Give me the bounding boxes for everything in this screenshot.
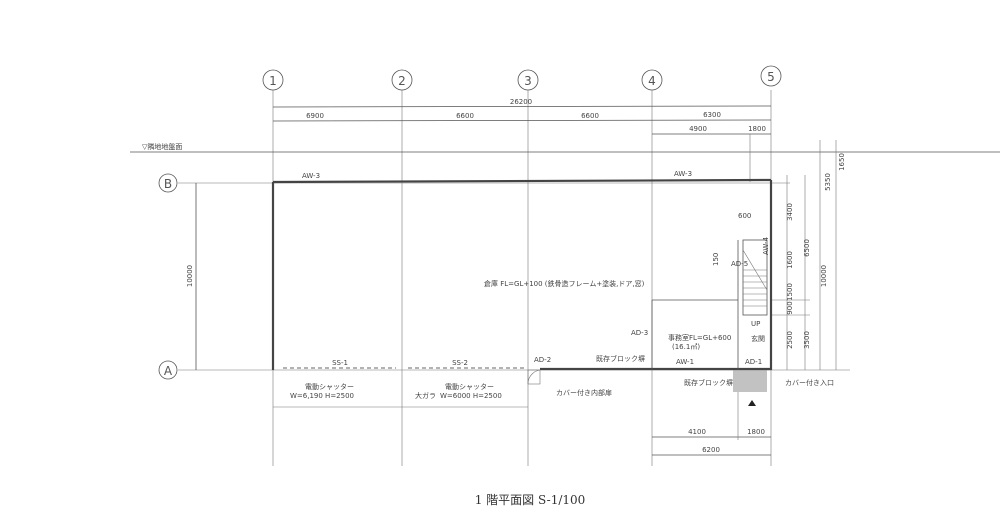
svg-text:4: 4: [648, 74, 656, 88]
up-label: UP: [751, 320, 760, 328]
svg-text:6300: 6300: [703, 111, 721, 119]
svg-text:AW-1: AW-1: [676, 358, 694, 366]
svg-text:AW-3: AW-3: [674, 170, 692, 178]
svg-text:900: 900: [786, 301, 794, 314]
svg-text:AW-3: AW-3: [302, 172, 320, 180]
drawing-title: 1 階平面図 S-1/100: [475, 492, 586, 507]
grid-rows: B A: [158, 173, 850, 380]
svg-text:6600: 6600: [456, 112, 474, 120]
svg-text:電動シャッター: 電動シャッター: [305, 382, 354, 391]
svg-text:1800: 1800: [747, 428, 765, 436]
svg-text:6500: 6500: [803, 239, 811, 257]
svg-text:3: 3: [524, 74, 532, 88]
svg-text:電動シャッター: 電動シャッター: [445, 382, 494, 391]
svg-text:1650: 1650: [838, 153, 846, 171]
office-label: 事務室FL=GL+600: [668, 333, 731, 342]
left-dimension: 10000: [186, 183, 197, 370]
svg-text:A: A: [164, 364, 173, 378]
svg-text:3400: 3400: [786, 203, 794, 221]
walls: [271, 178, 773, 406]
svg-text:26200: 26200: [510, 98, 532, 106]
grid-bubble-a: A: [158, 360, 178, 380]
right-dimensions: 1650 5350 3400 6500 10000 1600 1500 900 …: [771, 140, 846, 370]
svg-text:AD-3: AD-3: [631, 329, 648, 337]
ground-line: ▽隣地地盤面: [130, 142, 1000, 153]
grid-bubble-5: 5: [760, 65, 782, 87]
svg-text:AW-4: AW-4: [762, 236, 770, 255]
svg-text:B: B: [164, 177, 172, 191]
entrance-step: [733, 370, 767, 392]
svg-text:AD-5: AD-5: [731, 260, 748, 268]
svg-text:10000: 10000: [820, 265, 828, 287]
svg-text:W=6000 H=2500: W=6000 H=2500: [440, 392, 502, 400]
svg-text:6600: 6600: [581, 112, 599, 120]
top-dimensions: 26200 6900 6600 6600 6300 4900 1800: [272, 98, 772, 182]
grid-bubble-3: 3: [517, 69, 539, 91]
svg-text:4900: 4900: [689, 125, 707, 133]
stair: [743, 269, 767, 307]
office-area: (16.1㎡): [672, 343, 700, 351]
svg-text:2500: 2500: [786, 331, 794, 349]
svg-text:▽隣地地盤面: ▽隣地地盤面: [142, 142, 182, 151]
grid-bubble-1: 1: [262, 69, 284, 91]
svg-text:1500: 1500: [786, 283, 794, 301]
svg-text:W=6,190 H=2500: W=6,190 H=2500: [290, 392, 354, 400]
notes: カバー付き内部扉 既存ブロック塀 既存ブロック塀 カバー付き入口: [556, 354, 834, 397]
svg-text:10000: 10000: [186, 265, 194, 287]
svg-text:5: 5: [767, 70, 775, 84]
svg-text:カバー付き入口: カバー付き入口: [785, 378, 834, 387]
warehouse-label: 倉庫 FL=GL+100 (鉄骨造フレーム+塗装,ドア,窓): [484, 279, 645, 288]
grid-bubble-b: B: [158, 173, 178, 193]
svg-text:既存ブロック塀: 既存ブロック塀: [684, 378, 733, 387]
svg-text:大ガラ: 大ガラ: [415, 391, 436, 400]
svg-text:1800: 1800: [748, 125, 766, 133]
svg-text:1: 1: [269, 74, 277, 88]
bottom-dimensions: 4100 1800 6200: [652, 392, 771, 456]
ss-2-label: SS-2: [452, 359, 468, 367]
entrance-label: 玄関: [751, 334, 765, 343]
svg-text:2: 2: [398, 74, 406, 88]
svg-text:5350: 5350: [824, 173, 832, 191]
svg-text:AD-1: AD-1: [745, 358, 762, 366]
ss-1-label: SS-1: [332, 359, 348, 367]
opening-labels: AW-3 AW-3 AW-1 AW-4 AD-1 AD-2 AD-3 AD-5 …: [302, 170, 770, 366]
svg-text:AD-2: AD-2: [534, 356, 551, 364]
svg-text:6900: 6900: [306, 112, 324, 120]
svg-text:150: 150: [712, 253, 720, 266]
grid-bubble-4: 4: [641, 69, 663, 91]
svg-text:3500: 3500: [803, 331, 811, 349]
svg-text:カバー付き内部扉: カバー付き内部扉: [556, 388, 612, 397]
svg-text:600: 600: [738, 212, 751, 220]
svg-text:6200: 6200: [702, 446, 720, 454]
svg-text:既存ブロック塀: 既存ブロック塀: [596, 354, 645, 363]
shutters: SS-1 SS-2 電動シャッター W=6,190 H=2500 電動シャッター…: [273, 359, 528, 408]
svg-text:1600: 1600: [786, 251, 794, 269]
entrance-arrow-icon: [748, 400, 756, 406]
room-labels: 倉庫 FL=GL+100 (鉄骨造フレーム+塗装,ドア,窓) 事務室FL=GL+…: [484, 279, 765, 351]
grid-bubble-2: 2: [391, 69, 413, 91]
svg-text:4100: 4100: [688, 428, 706, 436]
